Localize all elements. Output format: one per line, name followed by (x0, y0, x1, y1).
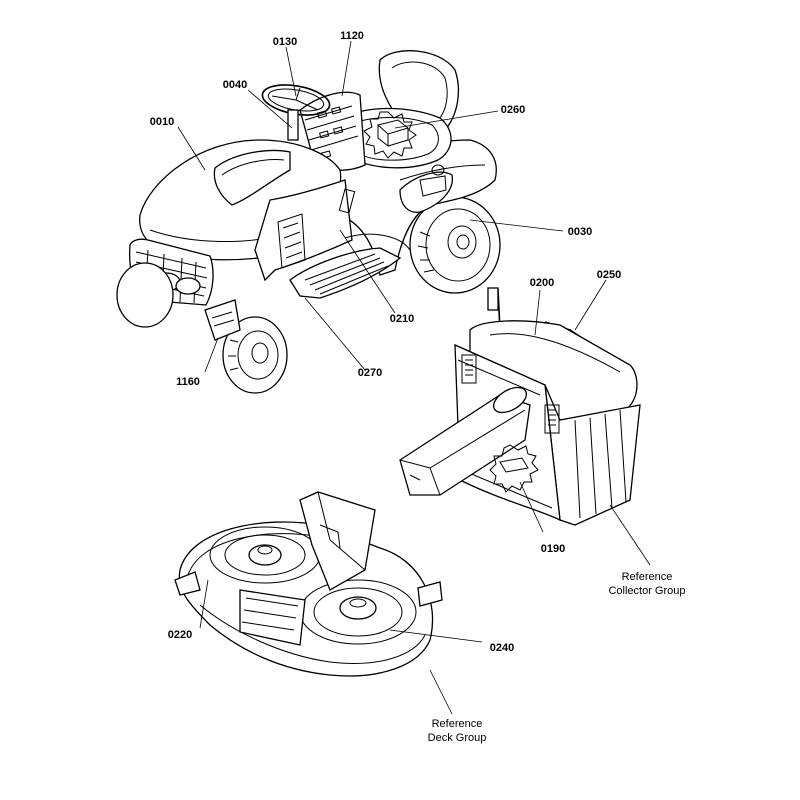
decal-starburst-0260 (363, 111, 417, 159)
reference-deck-line1: Reference (432, 718, 483, 730)
mower-deck-illustration (174, 491, 443, 677)
callout-0260: 0260 (501, 104, 525, 116)
reference-notes: Reference Collector Group Reference Deck… (428, 571, 686, 744)
deck-spindle-left (209, 526, 321, 584)
collector-vents (461, 354, 560, 434)
callout-0010: 0010 (150, 116, 174, 128)
reference-collector-line1: Reference (622, 571, 673, 583)
callout-0030: 0030 (568, 226, 592, 238)
callout-0240: 0240 (490, 642, 514, 654)
callout-1120: 1120 (340, 30, 364, 42)
collector-chute (399, 386, 531, 496)
leader-lines (177, 40, 651, 715)
callout-0210: 0210 (390, 313, 414, 325)
callout-0220: 0220 (168, 629, 192, 641)
callout-labels: 0130 1120 0040 0010 0260 0030 0200 0250 … (150, 30, 621, 654)
reference-deck-line2: Deck Group (428, 732, 487, 744)
footrest (289, 233, 411, 299)
callout-0270: 0270 (358, 367, 382, 379)
callout-0250: 0250 (597, 269, 621, 281)
deck-spindle-right (299, 579, 417, 645)
reference-collector-line2: Collector Group (608, 585, 685, 597)
callout-0130: 0130 (273, 36, 297, 48)
callout-0040: 0040 (223, 79, 247, 91)
callout-0200: 0200 (530, 277, 554, 289)
tractor-illustration (116, 50, 501, 394)
grass-collector-illustration (399, 287, 641, 526)
callout-1160: 1160 (176, 376, 200, 388)
rear-wheel (409, 196, 501, 294)
front-wheels (116, 262, 288, 394)
callout-0190: 0190 (541, 543, 565, 555)
